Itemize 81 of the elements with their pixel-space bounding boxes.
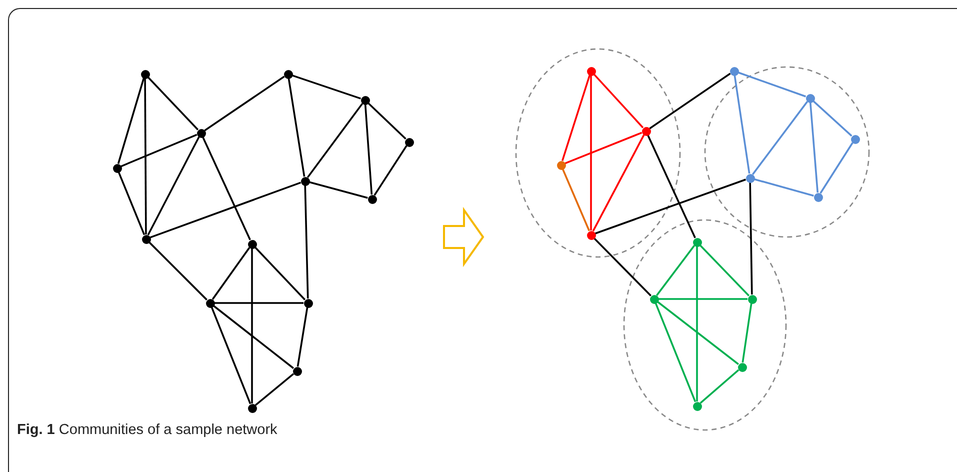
network-node: [814, 192, 822, 202]
network-link: [656, 245, 695, 296]
network-link: [658, 298, 748, 300]
network-node: [292, 366, 302, 376]
network-link: [204, 76, 285, 132]
network-link: [752, 101, 808, 175]
network-link: [296, 307, 308, 367]
network-link: [820, 142, 854, 194]
network-node: [586, 230, 596, 240]
network-link: [749, 182, 753, 295]
network-link: [594, 238, 652, 296]
network-node: [738, 362, 746, 372]
network-link: [754, 178, 814, 197]
network-node: [300, 176, 310, 186]
network-link: [590, 76, 592, 230]
network-link: [210, 306, 252, 404]
network-node: [692, 402, 702, 410]
network-link: [647, 134, 696, 238]
network-link: [699, 244, 750, 296]
network-node: [112, 164, 122, 172]
network-link: [562, 168, 590, 232]
figure-caption: Fig. 1 Communities of a sample network: [17, 422, 278, 438]
network-node: [206, 298, 214, 308]
network-link: [118, 172, 146, 236]
network-node: [642, 126, 650, 136]
network-link: [306, 103, 364, 178]
network-node: [746, 174, 754, 182]
network-link: [117, 78, 145, 164]
network-link: [594, 178, 746, 234]
network-link: [654, 302, 696, 402]
network-link: [649, 72, 731, 130]
network-link: [374, 145, 408, 196]
network-link: [742, 303, 752, 363]
network-node: [748, 294, 756, 304]
network-node: [304, 298, 312, 308]
network-link: [304, 185, 309, 299]
network-node: [368, 194, 376, 204]
network-link: [144, 78, 147, 234]
network-link: [309, 181, 368, 199]
network-node: [850, 134, 860, 144]
network-link: [562, 75, 590, 161]
network-link: [657, 301, 739, 365]
network-node: [284, 70, 292, 78]
network-link: [696, 246, 698, 402]
network-link: [564, 132, 642, 164]
network-link: [593, 74, 644, 128]
network-link: [254, 246, 306, 300]
network-node: [140, 70, 150, 78]
network-node: [586, 66, 596, 76]
network-link: [214, 302, 304, 304]
network-link: [120, 134, 198, 168]
network-node: [196, 128, 206, 138]
network-link: [147, 76, 199, 130]
network-node: [730, 66, 738, 76]
network-link: [288, 78, 306, 177]
network-link: [700, 369, 740, 404]
network-link: [734, 75, 750, 174]
network-link: [738, 72, 806, 98]
network-link: [150, 182, 302, 238]
network-link: [368, 102, 406, 140]
network-node: [248, 240, 256, 248]
network-link: [254, 373, 294, 406]
network-node: [692, 238, 702, 246]
network-link: [812, 100, 852, 137]
network-link: [148, 242, 208, 300]
network-link: [809, 102, 819, 193]
network-link: [364, 104, 373, 195]
network-link: [292, 74, 362, 100]
network-node: [556, 160, 566, 170]
network-link: [592, 134, 645, 232]
network-node: [806, 94, 814, 102]
network-link: [202, 136, 251, 240]
network-link: [147, 136, 200, 236]
network-node: [248, 404, 256, 412]
network-node: [650, 294, 658, 304]
network-link: [213, 305, 294, 369]
network-node: [404, 138, 414, 146]
network-link: [251, 248, 253, 404]
network-node: [142, 234, 150, 244]
network-node: [360, 96, 370, 104]
network-link: [212, 247, 250, 300]
